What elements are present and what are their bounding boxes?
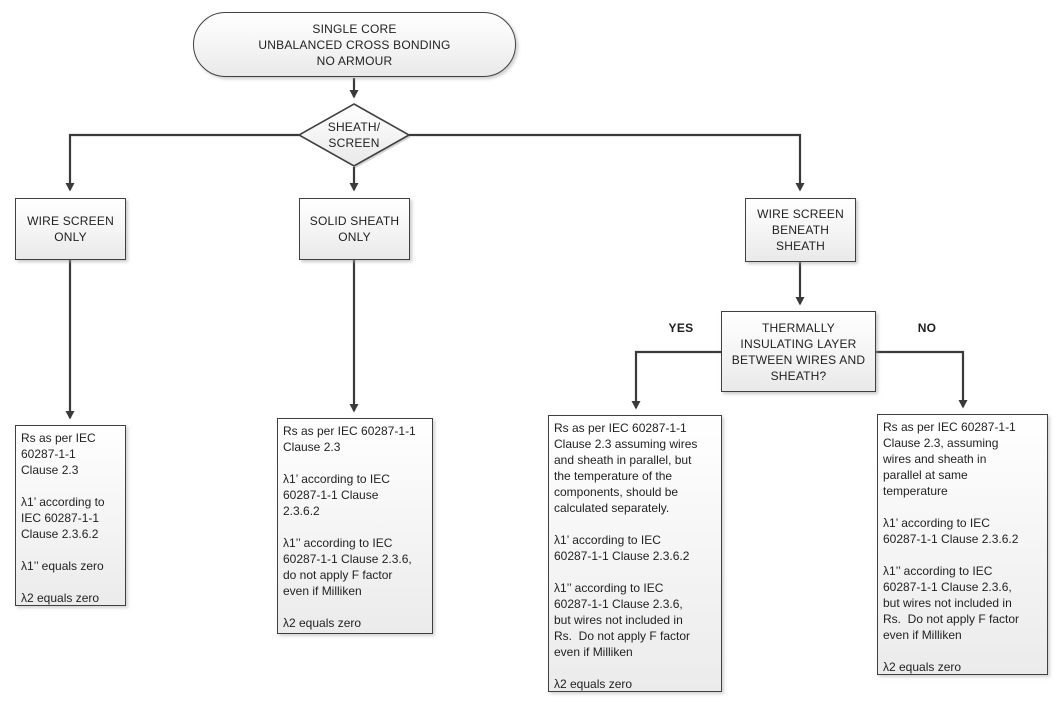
edge-decision-to-wire-screen-only	[65, 133, 299, 192]
decision-label: SHEATH/ SCREEN	[327, 120, 381, 150]
node-solid-sheath-only: SOLID SHEATH ONLY	[299, 198, 410, 260]
node-wire-screen-only: WIRE SCREEN ONLY	[15, 198, 126, 260]
edge-question-no-to-detail	[876, 350, 968, 409]
start-node: SINGLE CORE UNBALANCED CROSS BONDING NO …	[193, 12, 516, 77]
node-wire-screen-beneath-sheath: WIRE SCREEN BENEATH SHEATH	[745, 198, 856, 262]
edge-decision-to-wire-screen-beneath	[409, 133, 805, 192]
detail-thermal-yes: Rs as per IEC 60287-1-1 Clause 2.3 assum…	[548, 415, 722, 692]
detail-thermal-no: Rs as per IEC 60287-1-1 Clause 2.3, assu…	[877, 414, 1048, 675]
node-thermal-question: THERMALLY INSULATING LAYER BETWEEN WIRES…	[721, 311, 876, 392]
detail-wire-screen-only: Rs as per IEC 60287-1-1 Clause 2.3 λ1’ a…	[15, 425, 126, 606]
yes-edge-label: YES	[668, 321, 694, 335]
edge-question-yes-to-detail	[631, 350, 721, 410]
decision-diamond	[297, 103, 411, 167]
detail-solid-sheath-only: Rs as per IEC 60287-1-1 Clause 2.3 λ1’ a…	[277, 418, 433, 634]
no-edge-label: NO	[917, 321, 937, 335]
